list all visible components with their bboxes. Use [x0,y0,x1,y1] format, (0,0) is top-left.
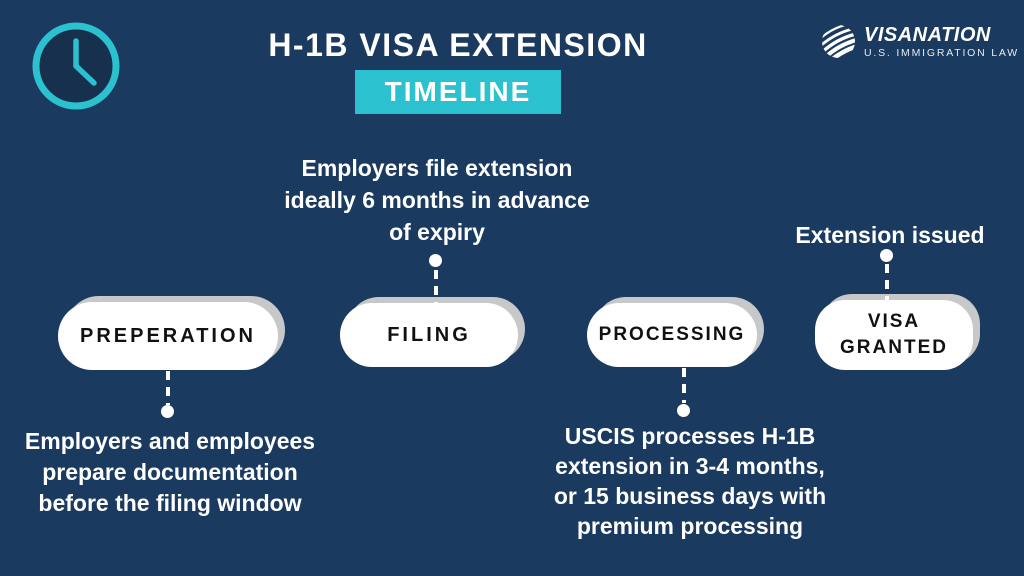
connector-dot-filing [429,254,442,267]
timeline-badge: TIMELINE [355,70,561,114]
logo-tagline: U.S. IMMIGRATION LAW [864,46,1020,59]
stage-pill-label: FILING [387,323,471,346]
connector-line-visa-granted [885,264,889,301]
globe-icon [820,23,857,60]
clock-icon-svg [32,22,120,110]
stage-pill-processing: PROCESSING [587,303,757,367]
stage-pill-label: PREPERATION [80,324,256,347]
stage-pill-filing: FILING [340,303,518,367]
stage-pill-visa-granted: VISA GRANTED [815,300,973,370]
connector-line-preperation [166,371,170,405]
connector-line-filing [434,270,438,304]
stage-pill-preperation: PREPERATION [58,302,278,370]
connector-dot-visa-granted [880,249,893,262]
stage-pill-label: VISA GRANTED [840,311,948,358]
stage-note-preperation: Employers and employees prepare document… [24,428,316,516]
visanation-logo: VISANATION U.S. IMMIGRATION LAW [820,23,1019,60]
stage-note-filing: Employers file extension ideally 6 month… [284,155,590,245]
connector-line-processing [682,368,686,403]
connector-dot-preperation [161,405,174,418]
connector-dot-processing [677,404,690,417]
stage-note-visa-granted: Extension issued [795,222,985,248]
title-block: H-1B VISA EXTENSION [158,26,758,64]
stage-pill-label: PROCESSING [598,324,746,345]
clock-icon [28,18,124,114]
page-title: H-1B VISA EXTENSION [268,27,648,63]
logo-text: VISANATION U.S. IMMIGRATION LAW [864,25,1019,59]
logo-brand: VISANATION [864,23,991,46]
stage-note-processing: USCIS processes H-1B extension in 3-4 mo… [553,423,827,539]
